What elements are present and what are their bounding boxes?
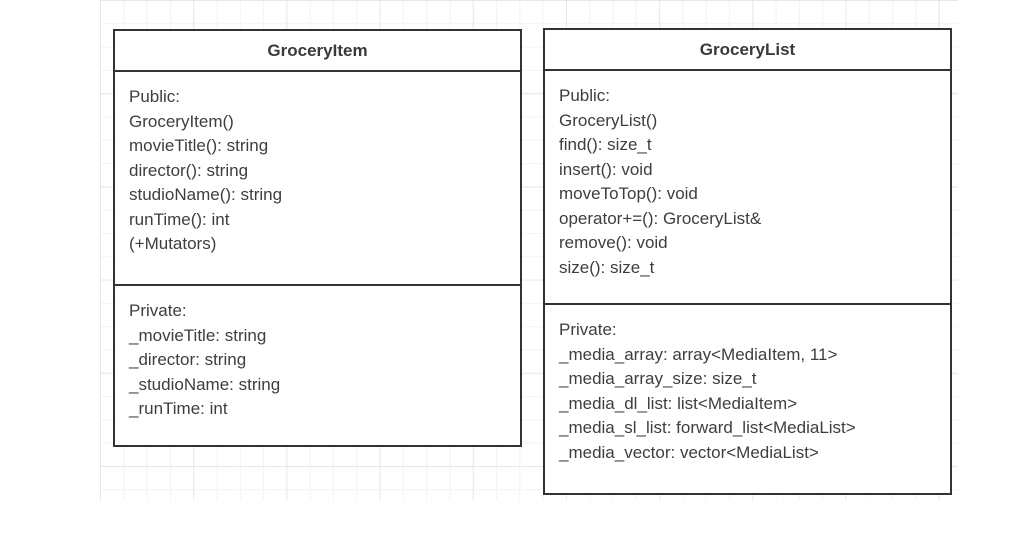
member-line: _movieTitle: string (129, 325, 267, 345)
member-line: GroceryItem() (129, 111, 234, 131)
member-line: _media_dl_list: list<MediaItem> (559, 393, 798, 413)
class-box-grocerylist[interactable]: GroceryList Public: GroceryList() find(): … (543, 28, 952, 495)
member-line: moveToTop(): void (559, 184, 698, 203)
member-line: Public: (129, 87, 181, 106)
member-line: Public: (559, 86, 611, 105)
member-line: operator+=(): GroceryList& (559, 208, 762, 228)
member-line: _runTime: int (129, 399, 228, 418)
member-line: _media_array: array<MediaItem, 11> (559, 344, 838, 364)
member-line: runTime(): int (129, 209, 230, 229)
member-line: movieTitle(): string (129, 136, 269, 155)
member-line: _media_array_size: size_t (559, 369, 757, 388)
private-section: Private: _movieTitle: string _director: st… (115, 286, 520, 445)
public-section: Public: GroceryItem() movieTitle(): string… (115, 72, 520, 286)
member-line: director(): string (129, 160, 249, 180)
member-line: insert(): void (559, 159, 653, 179)
member-line: Private: (129, 301, 187, 320)
member-line: remove(): void (559, 233, 668, 252)
class-title: GroceryList (545, 30, 950, 71)
member-line: find(): size_t (559, 135, 652, 154)
class-box-groceryitem[interactable]: GroceryItem Public: GroceryItem() movieTit… (113, 29, 522, 447)
member-line: size(): size_t (559, 257, 655, 277)
class-title: GroceryItem (115, 31, 520, 72)
member-line: (+Mutators) (129, 234, 217, 253)
member-line: GroceryList() (559, 110, 658, 130)
member-line: Private: (559, 320, 617, 339)
member-line: studioName(): string (129, 185, 283, 204)
member-line: _media_sl_list: forward_list<MediaList> (559, 418, 856, 437)
private-section: Private: _media_array: array<MediaItem, 1… (545, 305, 950, 493)
member-line: _director: string (129, 350, 247, 369)
member-line: _media_vector: vector<MediaList> (559, 442, 819, 462)
member-line: _studioName: string (129, 374, 281, 394)
